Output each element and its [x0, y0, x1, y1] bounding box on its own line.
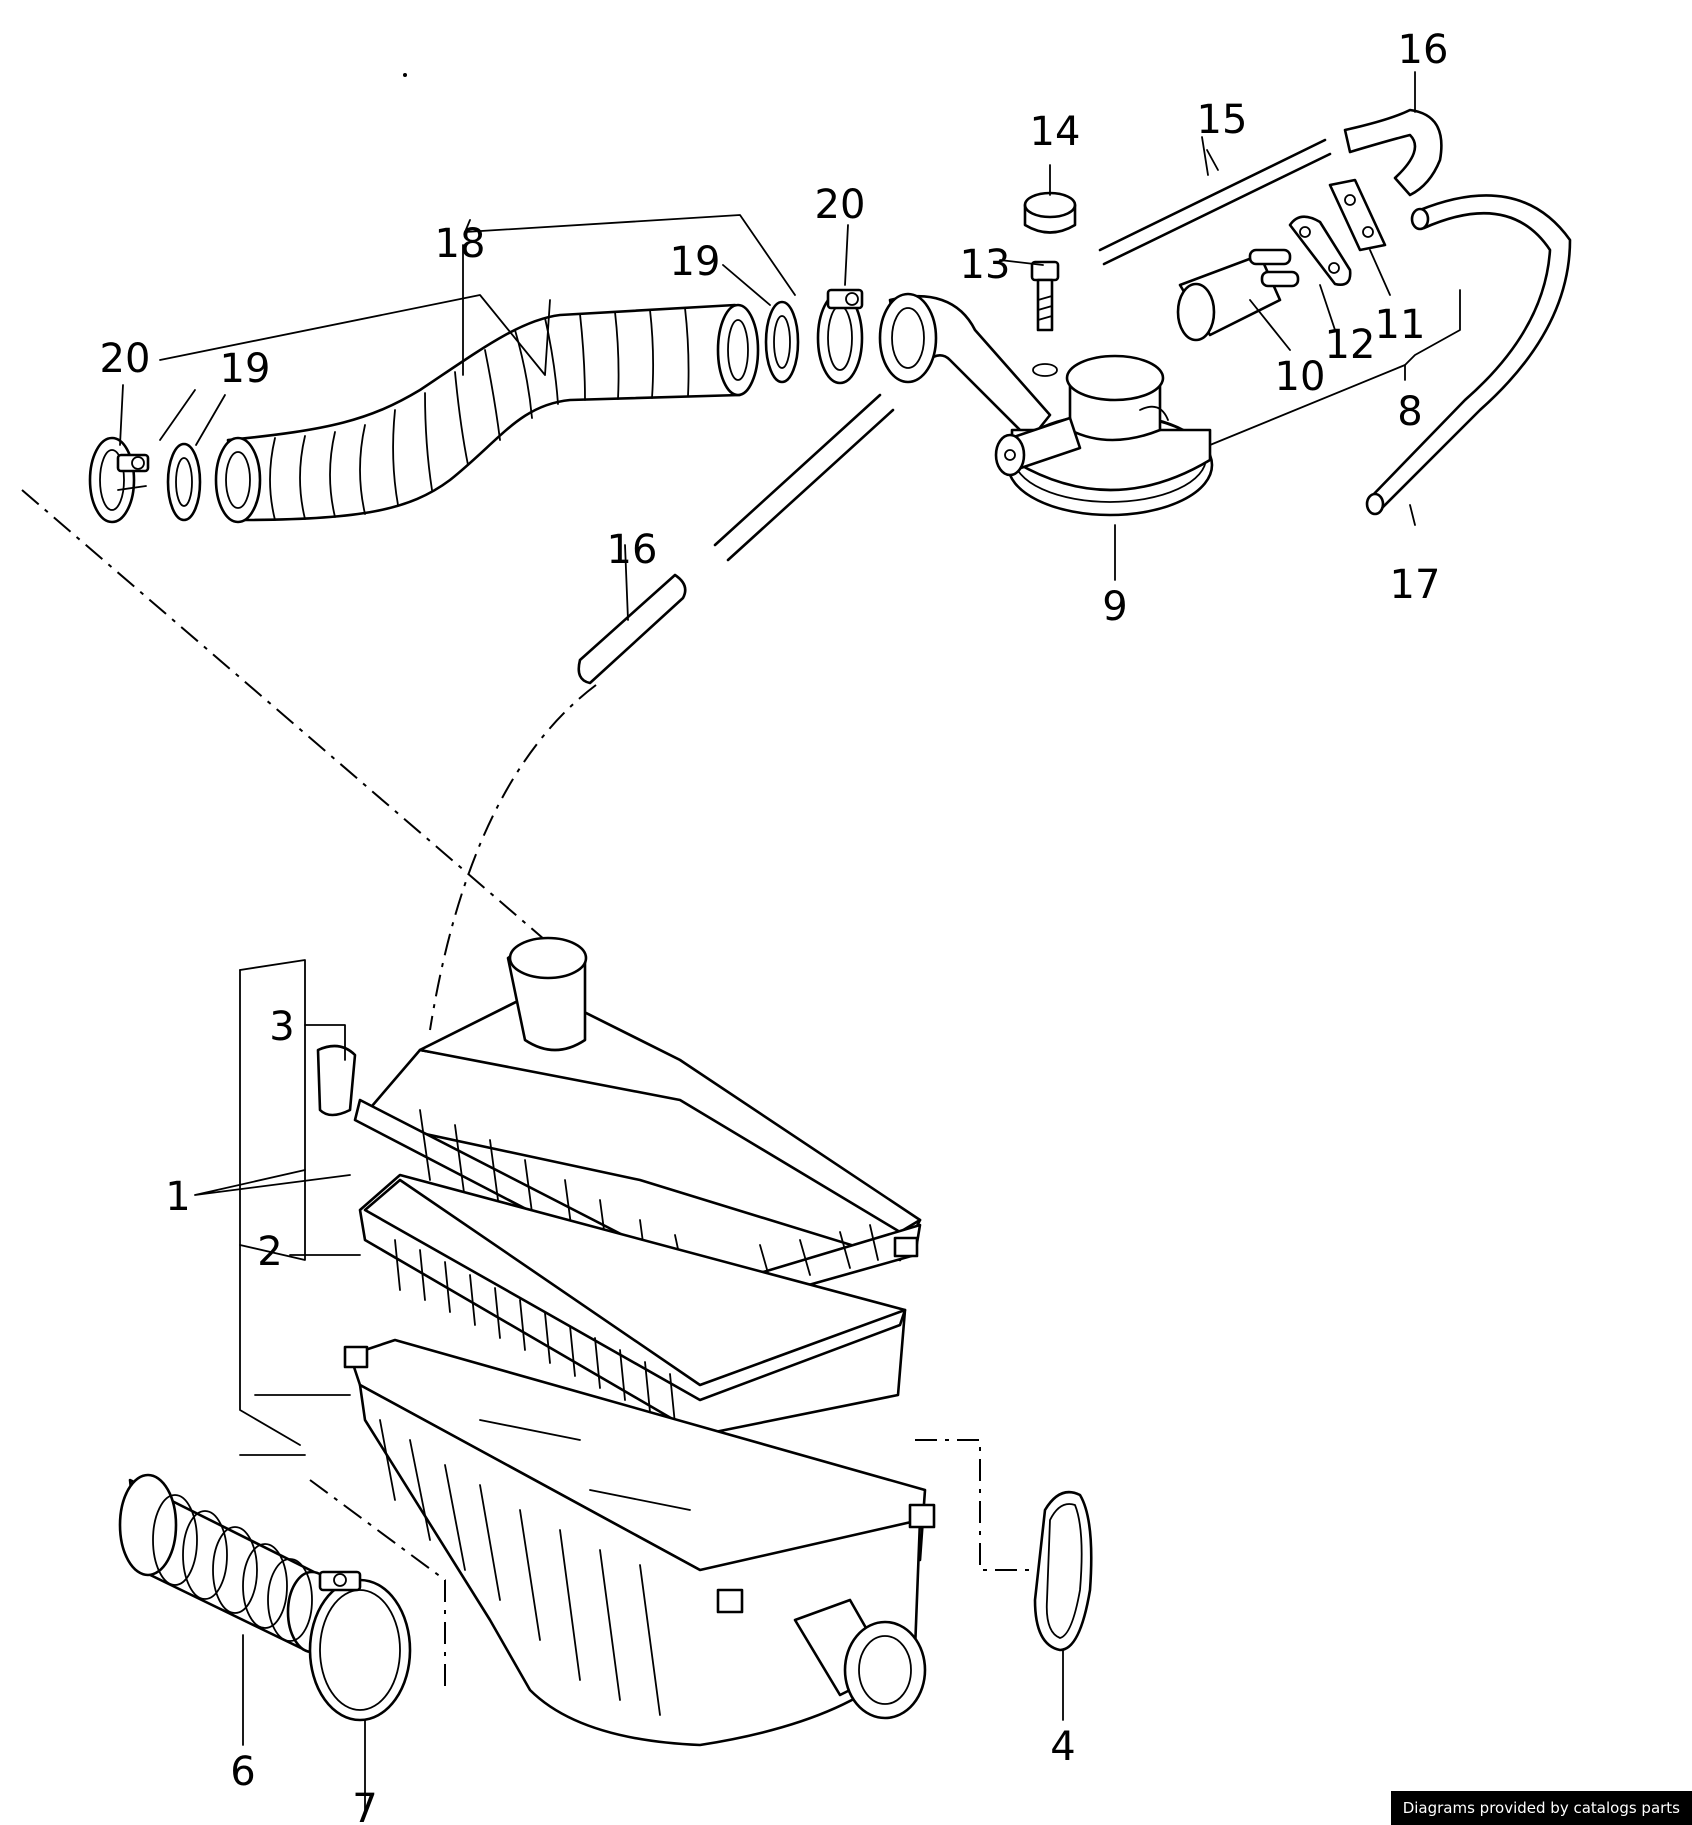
- sensor-10: [1176, 248, 1300, 342]
- clamp-7: [308, 1570, 412, 1722]
- label-11: 11: [1375, 302, 1426, 348]
- clip-3: [316, 1044, 357, 1117]
- housing-outlet: [793, 1598, 927, 1720]
- label-13: 13: [960, 242, 1011, 288]
- credit-badge: Diagrams provided by catalogs parts: [1390, 1791, 1692, 1825]
- housing-lower: [343, 1338, 936, 1747]
- label-19-left: 19: [220, 346, 271, 392]
- seal-4: [1033, 1490, 1093, 1652]
- label-17: 17: [1390, 562, 1441, 608]
- intake-hose-18: [214, 303, 760, 524]
- bracket-11: [1328, 178, 1387, 252]
- label-2: 2: [257, 1229, 282, 1275]
- label-8: 8: [1397, 389, 1422, 435]
- label-20-left: 20: [100, 336, 151, 382]
- label-7: 7: [352, 1786, 377, 1825]
- hose-16-top: [1343, 108, 1443, 197]
- gasket-12: [1288, 215, 1352, 286]
- label-3: 3: [269, 1004, 294, 1050]
- clamp-20-left: [88, 436, 150, 524]
- label-4: 4: [1050, 1724, 1075, 1770]
- bolt-13: [1030, 260, 1060, 377]
- hose-17: [1365, 194, 1572, 516]
- filter-element-2: [358, 1173, 907, 1437]
- label-14: 14: [1030, 109, 1081, 155]
- hose-16-mid: [577, 393, 895, 685]
- ring-19-left: [166, 442, 202, 522]
- guide-lines: [21, 489, 1030, 1690]
- label-20-right: 20: [815, 182, 866, 228]
- label-16-mid: 16: [607, 527, 658, 573]
- label-12: 12: [1325, 322, 1376, 368]
- label-9: 9: [1102, 584, 1127, 630]
- ring-19-right: [764, 300, 800, 384]
- air-mass-meter-9: [994, 354, 1214, 517]
- cap-14: [1023, 191, 1077, 234]
- duct-elbow: [878, 292, 1052, 442]
- clamp-20-right: [816, 288, 864, 385]
- part-labels: 1 2 3 4 6 7 8 9 10 11 12 13 14 15 16 16 …: [100, 27, 1449, 1825]
- label-19-right: 19: [670, 239, 721, 285]
- label-1: 1: [165, 1174, 190, 1220]
- leader-lines: [119, 71, 1461, 1816]
- label-16-top: 16: [1398, 27, 1449, 73]
- label-10: 10: [1275, 354, 1326, 400]
- hose-15: [1098, 138, 1332, 266]
- hose-6: [118, 1473, 338, 1654]
- label-6: 6: [230, 1749, 255, 1795]
- label-15: 15: [1197, 97, 1248, 143]
- label-18: 18: [435, 221, 486, 267]
